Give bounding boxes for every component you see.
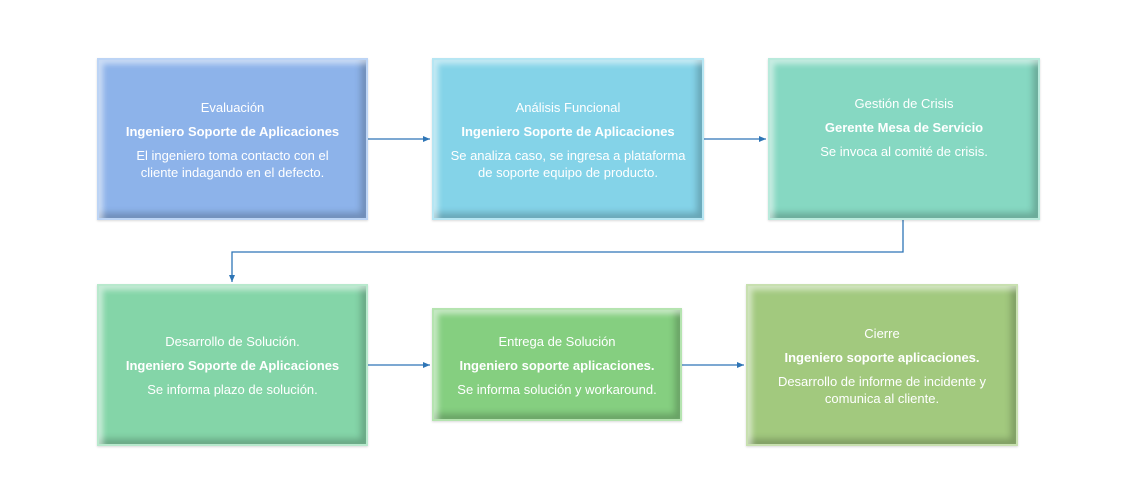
step-role: Gerente Mesa de Servicio [824, 120, 984, 135]
step-description: Se analiza caso, se ingresa a plataforma… [451, 147, 686, 181]
step-role: Ingeniero Soporte de Aplicaciones [125, 123, 340, 139]
step-role: Ingeniero Soporte de Aplicaciones [125, 358, 340, 373]
arrow-crisis-to-desarrollo [229, 220, 904, 282]
step-title: Cierre [864, 325, 900, 341]
step-description-line: Desarrollo de informe de incidente y [777, 373, 987, 389]
step-title: Entrega de Solución [498, 333, 616, 349]
step-description: Se invoca al comité de crisis. [820, 143, 988, 160]
step-description-line: Se invoca al comité de crisis. [820, 144, 988, 159]
step-description: El ingeniero toma contacto con el client… [136, 147, 328, 181]
step-entrega-de-solucion: Entrega de Solución Ingeniero soporte ap… [432, 308, 682, 421]
step-analisis-funcional: Análisis Funcional Ingeniero Soporte de … [432, 58, 704, 220]
step-description-line: El ingeniero toma contacto con el [136, 147, 329, 163]
step-title: Gestión de Crisis [854, 96, 954, 111]
step-description-line: cliente indagando en el defecto. [140, 164, 325, 180]
step-evaluacion: Evaluación Ingeniero Soporte de Aplicaci… [97, 58, 368, 220]
step-role: Ingeniero Soporte de Aplicaciones [461, 123, 675, 139]
step-description-line: Se analiza caso, se ingresa a plataforma [450, 147, 686, 163]
step-description: Desarrollo de informe de incidente y com… [778, 373, 986, 407]
step-description-line: comunica al cliente. [824, 390, 940, 406]
step-description-line: Se informa solución y workaround. [457, 381, 657, 397]
step-title: Análisis Funcional [515, 99, 621, 115]
step-role: Ingeniero soporte aplicaciones. [784, 349, 980, 365]
step-title: Evaluación [200, 99, 265, 115]
step-desarrollo-de-solucion: Desarrollo de Solución. Ingeniero Soport… [97, 284, 368, 446]
step-description-line: de soporte equipo de producto. [478, 164, 658, 180]
step-gestion-de-crisis: Gestión de Crisis Gerente Mesa de Servic… [768, 58, 1040, 220]
step-description: Se informa solución y workaround. [457, 381, 656, 398]
step-role: Ingeniero soporte aplicaciones. [459, 357, 655, 373]
step-description: Se informa plazo de solución. [147, 381, 318, 398]
step-description-line: Se informa plazo de solución. [147, 382, 318, 397]
step-title: Desarrollo de Solución. [165, 334, 300, 349]
step-cierre: Cierre Ingeniero soporte aplicaciones. D… [746, 284, 1018, 446]
